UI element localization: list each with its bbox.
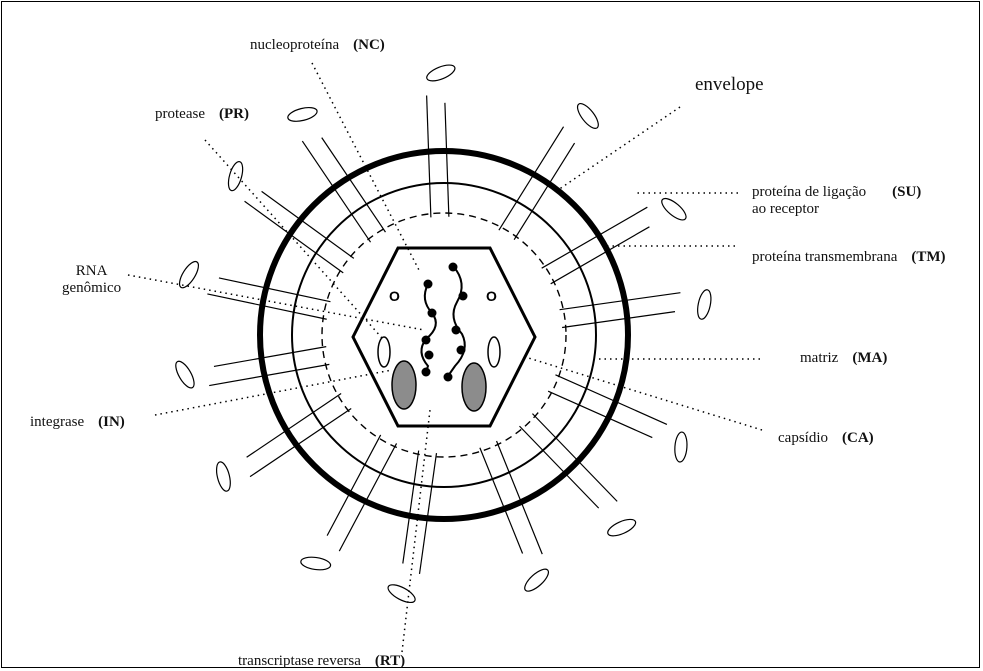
spike-knob (386, 581, 418, 606)
label-rt-name: transcriptase reversa (238, 653, 361, 669)
protease-ellipse-right (488, 337, 500, 367)
label-tm-name: proteína transmembrana (752, 249, 897, 265)
core-marker-left: O (389, 288, 400, 304)
label-su-abbr: (SU) (892, 184, 921, 200)
spike-knob (674, 432, 688, 463)
spike-knob (606, 516, 638, 539)
spike-knob (172, 359, 197, 391)
label-integrase-name: integrase (30, 414, 84, 430)
leader-capsid (522, 356, 762, 430)
spike-knob (695, 289, 713, 321)
label-rt-abbr: (RT) (375, 653, 405, 669)
core-marker-right: O (486, 288, 497, 304)
label-nucleoprotein: nucleoproteína (NC) (250, 37, 385, 54)
spike-knob (214, 461, 233, 493)
label-nucleoprotein-name: nucleoproteína (250, 37, 339, 53)
spike-knob (659, 195, 690, 223)
rna-strand-right (448, 266, 465, 376)
label-tm-abbr: (TM) (911, 249, 945, 265)
spike-knob (226, 160, 246, 192)
envelope-outer-ring (260, 151, 628, 519)
label-reverse-transcriptase: transcriptase reversa (RT) (238, 653, 405, 670)
label-su-name-line1: proteína de ligação (752, 184, 866, 200)
spike-stalk (219, 278, 331, 302)
label-matrix: matriz (MA) (800, 350, 887, 367)
spike-stalk (445, 103, 449, 217)
label-integrase-abbr: (IN) (98, 414, 125, 430)
label-rna-line1: RNA (62, 263, 121, 280)
label-binding-protein: proteína de ligação (SU) ao receptor (752, 184, 921, 218)
spike-stalk (480, 448, 523, 554)
label-envelope: envelope (695, 76, 764, 93)
label-capsid-abbr: (CA) (842, 430, 874, 446)
spike-knob (425, 62, 457, 84)
capsid-dashed-ring (322, 213, 566, 457)
label-matrix-abbr: (MA) (852, 350, 887, 366)
label-matrix-name: matriz (800, 350, 838, 366)
label-rna-line2: genômico (62, 280, 121, 297)
label-transmembrane-protein: proteína transmembrana (TM) (752, 249, 946, 266)
integrase-right (462, 363, 486, 411)
spike-stalk (214, 347, 326, 367)
spike-stalk (420, 453, 437, 574)
spike-stalk (427, 95, 431, 217)
spike-knob (300, 555, 331, 571)
envelope-spikes (207, 95, 680, 573)
reverse-transcriptase-left (392, 361, 416, 409)
label-genomic-rna: RNA genômico (62, 263, 121, 297)
core-hexagon (353, 248, 535, 426)
protease-ellipse-left (378, 337, 390, 367)
label-su-name-line2: ao receptor (752, 201, 921, 218)
label-integrase: integrase (IN) (30, 414, 125, 431)
label-nucleoprotein-abbr: (NC) (353, 37, 385, 53)
spike-stalk (560, 293, 681, 310)
spike-knob (521, 566, 551, 595)
spike-stalk (562, 312, 675, 328)
spike-knobs (172, 62, 713, 606)
spike-stalk (207, 294, 326, 319)
label-protease-name: protease (155, 106, 205, 122)
label-capsid: capsídio (CA) (778, 430, 874, 447)
matrix-ring (292, 183, 596, 487)
label-protease-abbr: (PR) (219, 106, 249, 122)
spike-stalk (403, 451, 419, 564)
spike-knob (574, 100, 602, 131)
label-protease: protease (PR) (155, 106, 249, 123)
label-capsid-name: capsídio (778, 430, 828, 446)
spike-stalk (499, 127, 564, 230)
spike-knob (286, 105, 318, 124)
leader-envelope (558, 107, 680, 190)
